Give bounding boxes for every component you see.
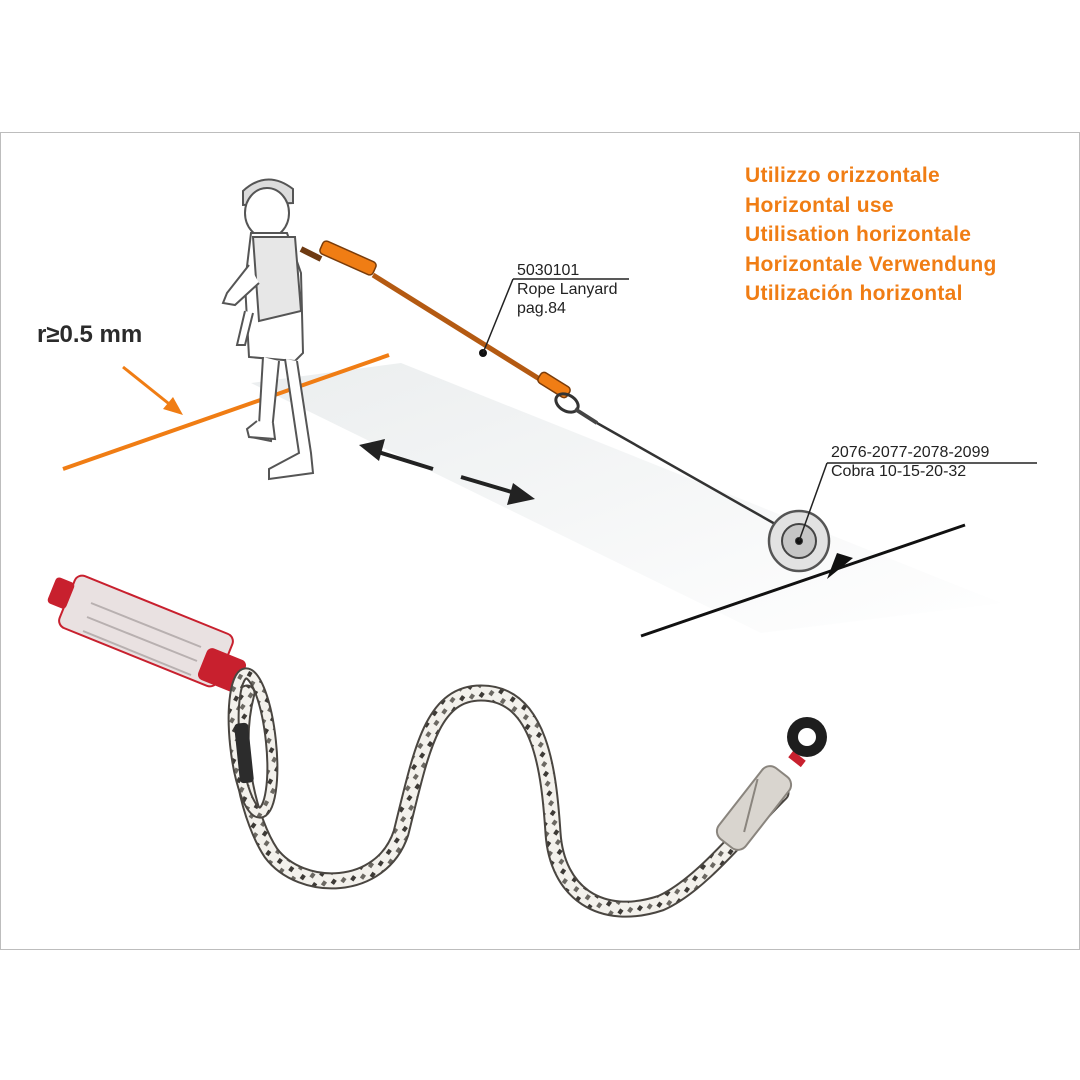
title-italian: Utilizzo orizzontale: [745, 164, 940, 187]
edge-line: [62, 353, 390, 471]
lanyard-leader: [479, 278, 629, 357]
sewn-end: [715, 717, 827, 851]
worker-figure: [221, 178, 315, 481]
title-english: Horizontal use: [745, 193, 894, 217]
retractor-name: Cobra 10-15-20-32: [831, 463, 967, 480]
energy-absorber: [47, 574, 247, 692]
title-french: Utilisation horizontale: [745, 223, 972, 246]
lanyard-code: 5030101: [517, 262, 580, 279]
anchor-line: [640, 523, 966, 638]
title-german: Horizontale Verwendung: [745, 252, 997, 276]
usage-title-block: Utilizzo orizzontale Horizontal use Util…: [745, 161, 997, 309]
horizontal-use-illustration: [47, 178, 1037, 918]
edge-pointer-head: [163, 397, 183, 415]
lanyard-callout: 5030101 Rope Lanyard pag.84: [517, 261, 618, 318]
movement-arrow: [359, 439, 535, 505]
lanyard-sections: [299, 240, 599, 425]
retractor-device: [767, 509, 831, 573]
retractor-leader: [796, 462, 1037, 544]
edge-radius-label: r≥0.5 mm: [37, 321, 143, 348]
retractor-callout: 2076-2077-2078-2099 Cobra 10-15-20-32: [831, 443, 989, 481]
retractor-cable: [596, 421, 792, 535]
retractor-codes: 2076-2077-2078-2099: [831, 444, 990, 461]
anchor-arrowhead: [827, 553, 853, 579]
lanyard-name: Rope Lanyard: [517, 281, 618, 298]
illustration-frame: Utilizzo orizzontale Horizontal use Util…: [0, 132, 1080, 950]
title-spanish: Utilización horizontal: [745, 282, 963, 305]
floor-shadow: [251, 363, 1001, 633]
lanyard-page: pag.84: [517, 300, 566, 317]
rope-loop: [227, 667, 279, 819]
edge-pointer-arrow: [122, 365, 174, 409]
